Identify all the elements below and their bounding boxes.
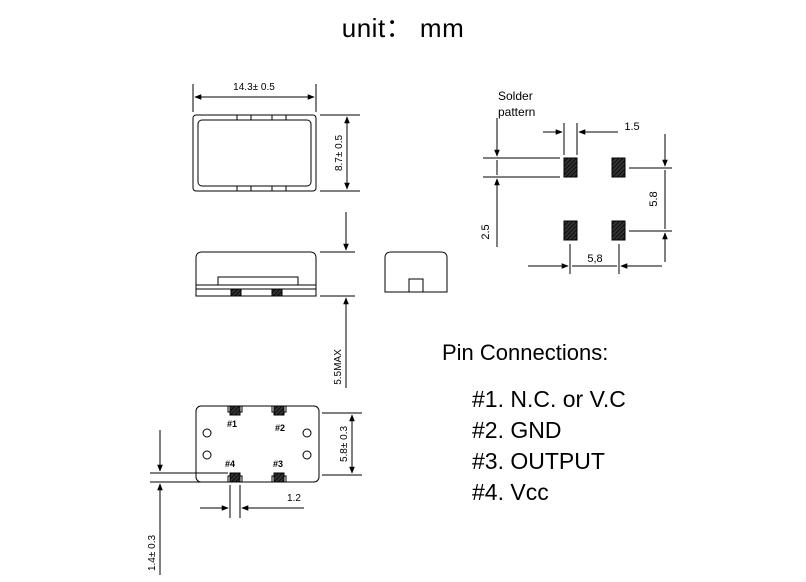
bottom-view-outline bbox=[195, 405, 320, 483]
solder-pad bbox=[611, 157, 626, 178]
bottom-pad-3 bbox=[273, 472, 285, 483]
solder-label-line2: pattern bbox=[498, 105, 535, 119]
solder-pattern bbox=[483, 118, 672, 274]
bottom-pad-4 bbox=[229, 472, 241, 483]
bottom-pad-height-label: 1.4± 0.3 bbox=[147, 535, 158, 572]
solder-pad-height-label: 2.5 bbox=[480, 224, 492, 239]
side-view-body bbox=[195, 251, 317, 285]
solder-pad-width-label: 1.5 bbox=[624, 121, 639, 133]
side-height-label: 5.5MAX bbox=[333, 349, 344, 385]
solder-pad bbox=[563, 220, 578, 241]
top-view bbox=[192, 84, 360, 192]
bottom-hole bbox=[302, 450, 312, 460]
pin-marker-1: #1 bbox=[227, 419, 237, 429]
pin-marker-2: #2 bbox=[275, 423, 285, 433]
bottom-pad-2 bbox=[273, 405, 285, 416]
unit-title: unit： mm bbox=[341, 13, 465, 43]
solder-horizontal-pitch-label: 5,8 bbox=[587, 253, 602, 265]
bottom-hole bbox=[202, 428, 212, 438]
end-view-body bbox=[384, 251, 448, 293]
pin-marker-4: #4 bbox=[225, 459, 235, 469]
pin-connection-2: #2. GND bbox=[472, 417, 562, 443]
solder-pad bbox=[611, 220, 626, 241]
pin-marker-3: #3 bbox=[273, 459, 283, 469]
pin-connection-4: #4. Vcc bbox=[472, 479, 549, 505]
pin-connection-3: #3. OUTPUT bbox=[472, 448, 605, 474]
solder-pad bbox=[563, 157, 578, 178]
top-height-label: 8.7± 0.5 bbox=[334, 135, 345, 172]
side-view bbox=[195, 212, 448, 388]
bottom-pad-width-label: 1.2 bbox=[287, 493, 301, 504]
top-width-label: 14.3± 0.5 bbox=[233, 82, 275, 93]
top-view-outline bbox=[192, 114, 317, 192]
bottom-pad-1 bbox=[229, 405, 241, 416]
solder-label-line1: Solder bbox=[498, 89, 533, 103]
bottom-height-label: 5.8± 0.3 bbox=[339, 426, 350, 463]
solder-vertical-pitch-label: 5.8 bbox=[648, 191, 660, 206]
bottom-hole bbox=[302, 428, 312, 438]
bottom-view bbox=[150, 405, 362, 575]
pin-connection-1: #1. N.C. or V.C bbox=[472, 386, 626, 412]
pin-connections-heading: Pin Connections: bbox=[442, 340, 609, 365]
bottom-hole bbox=[202, 450, 212, 460]
